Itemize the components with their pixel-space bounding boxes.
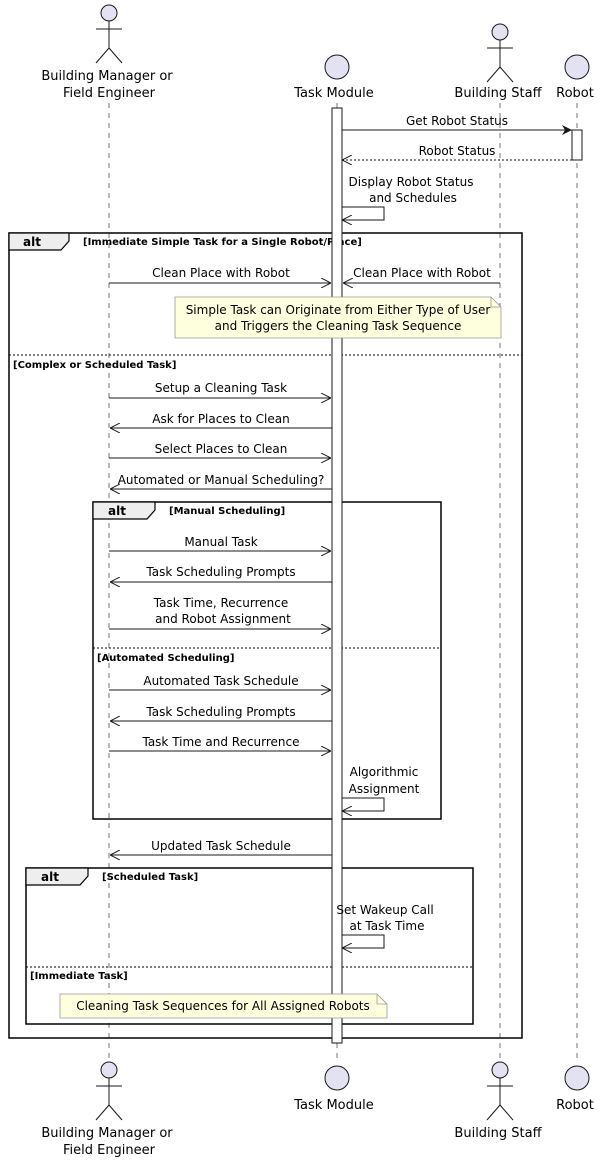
fragment-frame [25, 867, 474, 1025]
actor-icon [95, 4, 123, 64]
entity-icon [324, 54, 350, 80]
actor-icon [486, 1061, 514, 1121]
message-label: Algorithmic [350, 765, 419, 779]
message-label: Task Scheduling Prompts [145, 565, 295, 579]
participant-label: Task Module [293, 86, 373, 101]
note-simple-task: Simple Task can Originate from Either Ty… [174, 296, 502, 339]
entity-icon [564, 54, 590, 80]
note-text: Simple Task can Originate from Either Ty… [186, 303, 491, 317]
fragment-outer-alt: alt [Immediate Simple Task for a Single … [8, 232, 523, 1039]
fragment-guard: [Manual Scheduling] [169, 506, 285, 517]
participant-robot-top: Robot [556, 54, 594, 101]
participant-label: Building Manager or [41, 69, 173, 84]
fragment-scheduled-alt: alt [Scheduled Task] [Immediate Task] [25, 867, 474, 1025]
message-label: Select Places to Clean [155, 442, 288, 456]
fragment-tab [92, 501, 156, 520]
message-label: Clean Place with Robot [353, 266, 491, 280]
message-label: and Schedules [369, 191, 457, 205]
fragment-frame [8, 232, 523, 1039]
participant-label: Building Staff [454, 1126, 542, 1141]
entity-icon [564, 1065, 590, 1091]
participant-label: Robot [556, 1098, 594, 1113]
activation-task-module [331, 107, 343, 1044]
self-message-arrow [342, 797, 385, 811]
fragment-keyword: alt [23, 235, 41, 249]
participant-manager-bottom: Building Manager or Field Engineer [41, 1061, 173, 1158]
participant-label: Field Engineer [63, 1143, 156, 1158]
entity-icon [324, 1065, 350, 1091]
message-label: Setup a Cleaning Task [155, 381, 287, 395]
message-label: Assignment [349, 782, 420, 796]
participant-robot-bottom: Robot [556, 1065, 594, 1113]
actor-icon [95, 1061, 123, 1121]
participant-label: Building Manager or [41, 1126, 173, 1141]
message-label: Task Scheduling Prompts [145, 705, 295, 719]
fragment-guard: [Automated Scheduling] [97, 653, 234, 664]
message-label: at Task Time [350, 919, 425, 933]
note-sequences: Cleaning Task Sequences for All Assigned… [59, 993, 388, 1019]
participant-task-module-top: Task Module [293, 54, 374, 101]
message-label: Automated Task Schedule [143, 674, 298, 688]
participant-manager-top: Building Manager or Field Engineer [41, 4, 173, 101]
message-label: Set Wakeup Call [336, 903, 433, 917]
fragment-inner-alt: alt [Manual Scheduling] [Automated Sched… [92, 501, 442, 820]
fragment-frame [92, 501, 442, 820]
note-text: and Triggers the Cleaning Task Sequence [215, 319, 462, 333]
participant-task-module-bottom: Task Module [293, 1065, 374, 1113]
message-label: Manual Task [184, 535, 257, 549]
message-label: and Robot Assignment [155, 612, 291, 626]
self-message-arrow [342, 206, 385, 220]
fragment-guard: [Immediate Task] [30, 971, 128, 982]
note-text: Cleaning Task Sequences for All Assigned… [76, 999, 370, 1013]
activation-robot [571, 129, 583, 161]
fragment-guard: [Scheduled Task] [102, 872, 198, 883]
fragment-guard: [Complex or Scheduled Task] [13, 360, 176, 371]
message-label: Ask for Places to Clean [152, 412, 289, 426]
self-message-arrow [342, 934, 385, 948]
participant-label: Field Engineer [63, 86, 156, 101]
participant-label: Robot [556, 86, 594, 101]
participant-label: Building Staff [454, 86, 542, 101]
participant-staff-bottom: Building Staff [454, 1061, 543, 1141]
fragment-guard: [Immediate Simple Task for a Single Robo… [83, 237, 362, 248]
message-label: Automated or Manual Scheduling? [118, 473, 325, 487]
message-label: Updated Task Schedule [151, 839, 291, 853]
message-label: Clean Place with Robot [152, 266, 290, 280]
fragment-tab [25, 867, 89, 886]
message-label: Display Robot Status [349, 175, 474, 189]
actor-icon [486, 23, 514, 83]
fragment-keyword: alt [108, 504, 126, 518]
fragment-keyword: alt [41, 870, 59, 884]
message-label: Task Time, Recurrence [153, 596, 288, 610]
participant-staff-top: Building Staff [454, 23, 543, 101]
message-label: Robot Status [419, 144, 496, 158]
message-label: Get Robot Status [406, 114, 508, 128]
message-label: Task Time and Recurrence [141, 735, 299, 749]
messages: Get Robot Status Robot Status Display Ro… [109, 114, 572, 948]
participant-label: Task Module [293, 1098, 373, 1113]
fragment-tab [8, 232, 70, 251]
